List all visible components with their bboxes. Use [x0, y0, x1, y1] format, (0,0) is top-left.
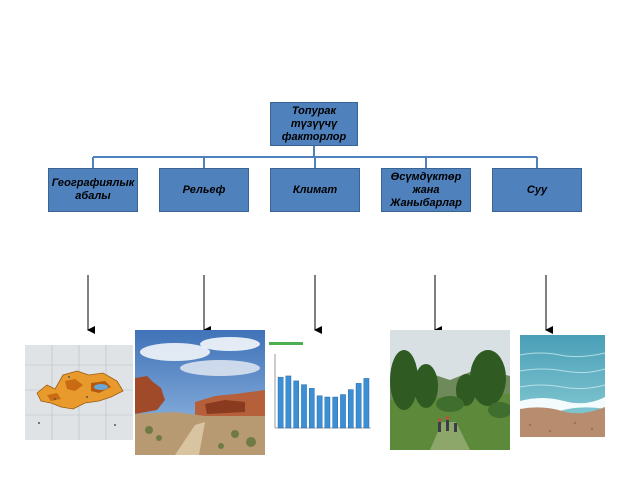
root-node-label: Топурак түзүүчү факторлор: [281, 104, 347, 143]
node-label: Климат: [292, 183, 338, 196]
climate-bar: [363, 378, 370, 429]
root-node: Топурак түзүүчү факторлор: [270, 102, 358, 146]
kyrgyzstan-map-icon: [25, 345, 133, 440]
node-label: Суу: [526, 183, 548, 196]
node-climate: Климат: [270, 168, 360, 212]
climate-bar: [347, 389, 354, 429]
climate-bar-chart-icon: [267, 340, 375, 438]
climate-bar: [301, 384, 307, 429]
lake-shore-icon: [520, 335, 605, 437]
climate-bar: [355, 383, 362, 429]
node-relief: Рельеф: [159, 168, 249, 212]
node-label: Географиялык абалы: [51, 177, 135, 202]
forest-hikers-icon: [390, 330, 510, 450]
node-plants-animals: Өсүмдүктөр жана Жаныбарлар: [381, 168, 471, 212]
climate-bar: [340, 394, 346, 429]
climate-bar: [316, 395, 323, 429]
climate-bar: [293, 380, 300, 429]
node-label: Өсүмдүктөр жана Жаныбарлар: [390, 170, 462, 209]
node-water: Суу: [492, 168, 582, 212]
climate-bar: [324, 396, 331, 429]
canyon-landscape-icon: [135, 330, 265, 455]
climate-bar: [277, 376, 284, 429]
climate-bar: [285, 375, 292, 429]
node-geographic-position: Географиялык абалы: [48, 168, 138, 212]
climate-bar: [309, 388, 315, 429]
climate-bar: [332, 396, 338, 429]
node-label: Рельеф: [182, 183, 226, 196]
